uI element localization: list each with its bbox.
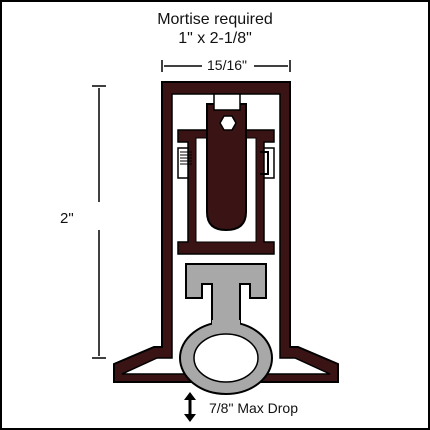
brush-seal-icon [180, 151, 192, 165]
height-dimension-line [92, 85, 106, 359]
width-dimension-line [161, 60, 291, 72]
mortise-title: Mortise required [157, 11, 273, 28]
rubber-seal [179, 263, 273, 395]
max-drop-label: 7/8" Max Drop [209, 400, 299, 416]
height-label: 2" [60, 210, 74, 227]
width-label: 15/16" [207, 57, 248, 73]
drop-arrow-icon [184, 392, 196, 422]
mortise-size: 1" x 2-1/8" [178, 30, 252, 47]
actuator-block [206, 93, 247, 232]
hex-bolt-icon [219, 115, 237, 131]
